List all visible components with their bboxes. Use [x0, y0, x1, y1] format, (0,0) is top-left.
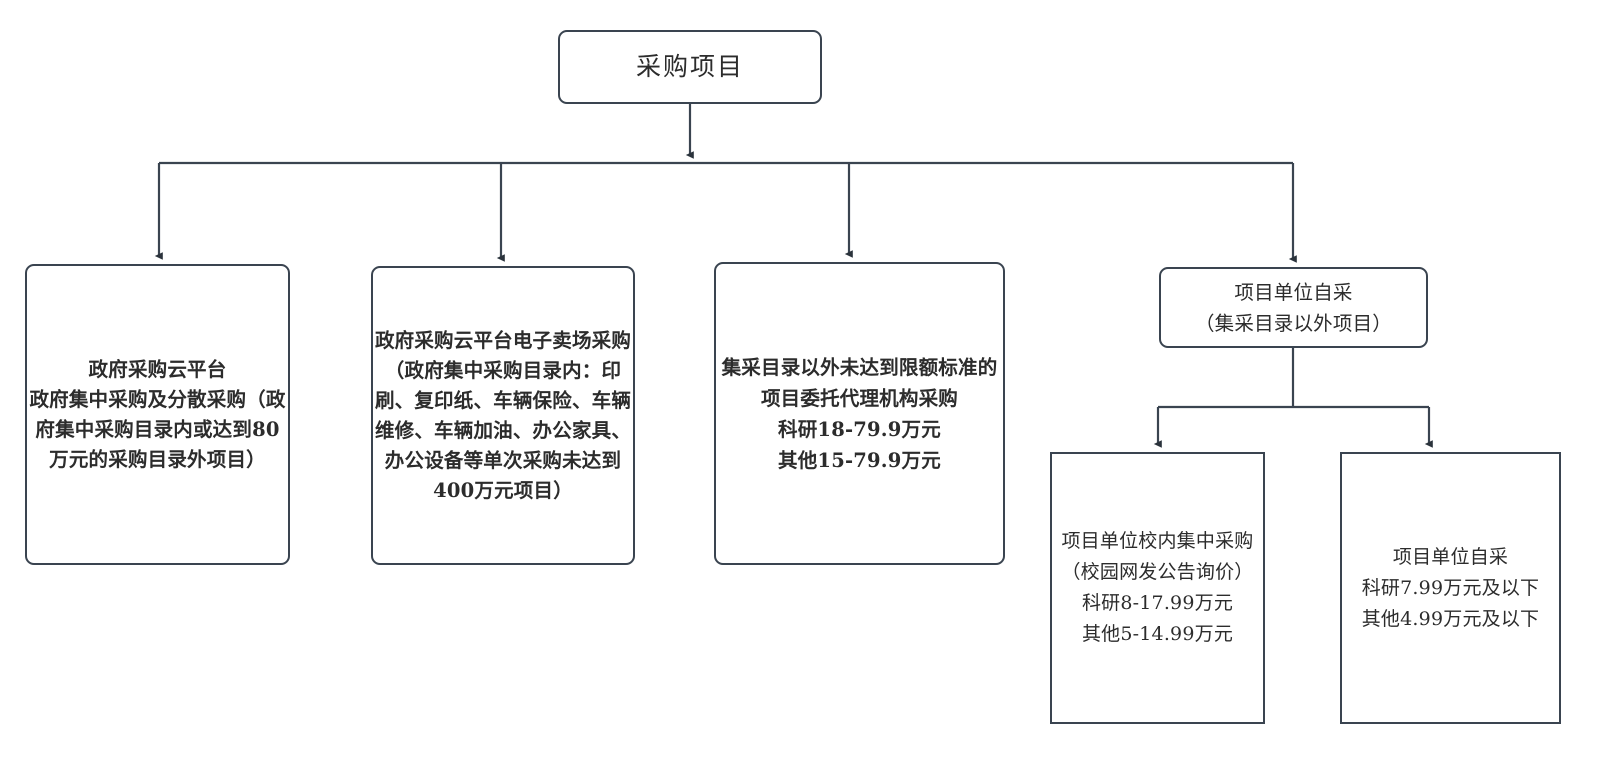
node-procurement-project[interactable]: 采购项目: [558, 30, 822, 104]
node-campus-centralized-procurement[interactable]: 项目单位校内集中采购（校园网发公告询价） 科研8-17.99万元 其他5-14.…: [1050, 452, 1265, 724]
node-gov-cloud-emarket[interactable]: 政府采购云平台电子卖场采购 （政府集中采购目录内：印刷、复印纸、车辆保险、车辆维…: [371, 266, 635, 565]
node-label-gov-cloud-centralized-and-decentralized: 政府采购云平台 政府集中采购及分散采购（政府集中采购目录内或达到80万元的采购目…: [29, 357, 286, 471]
node-unit-self-small-procurement[interactable]: 项目单位自采 科研7.99万元及以下 其他4.99万元及以下: [1340, 452, 1561, 724]
node-label-procurement-project: 采购项目: [635, 52, 744, 81]
node-label-unit-self-small-procurement: 项目单位自采 科研7.99万元及以下 其他4.99万元及以下: [1361, 545, 1540, 630]
node-label-campus-centralized-procurement: 项目单位校内集中采购（校园网发公告询价） 科研8-17.99万元 其他5-14.…: [1061, 530, 1254, 645]
node-agency-entrusted-procurement[interactable]: 集采目录以外未达到限额标准的项目委托代理机构采购 科研18-79.9万元 其他1…: [714, 262, 1005, 565]
node-gov-cloud-centralized-and-decentralized[interactable]: 政府采购云平台 政府集中采购及分散采购（政府集中采购目录内或达到80万元的采购目…: [25, 264, 290, 565]
node-label-agency-entrusted-procurement: 集采目录以外未达到限额标准的项目委托代理机构采购 科研18-79.9万元 其他1…: [721, 355, 998, 472]
node-label-gov-cloud-emarket: 政府采购云平台电子卖场采购 （政府集中采购目录内：印刷、复印纸、车辆保险、车辆维…: [374, 328, 632, 502]
node-unit-self-procurement[interactable]: 项目单位自采 （集采目录以外项目）: [1159, 267, 1428, 348]
node-label-unit-self-procurement: 项目单位自采 （集采目录以外项目）: [1194, 280, 1392, 335]
